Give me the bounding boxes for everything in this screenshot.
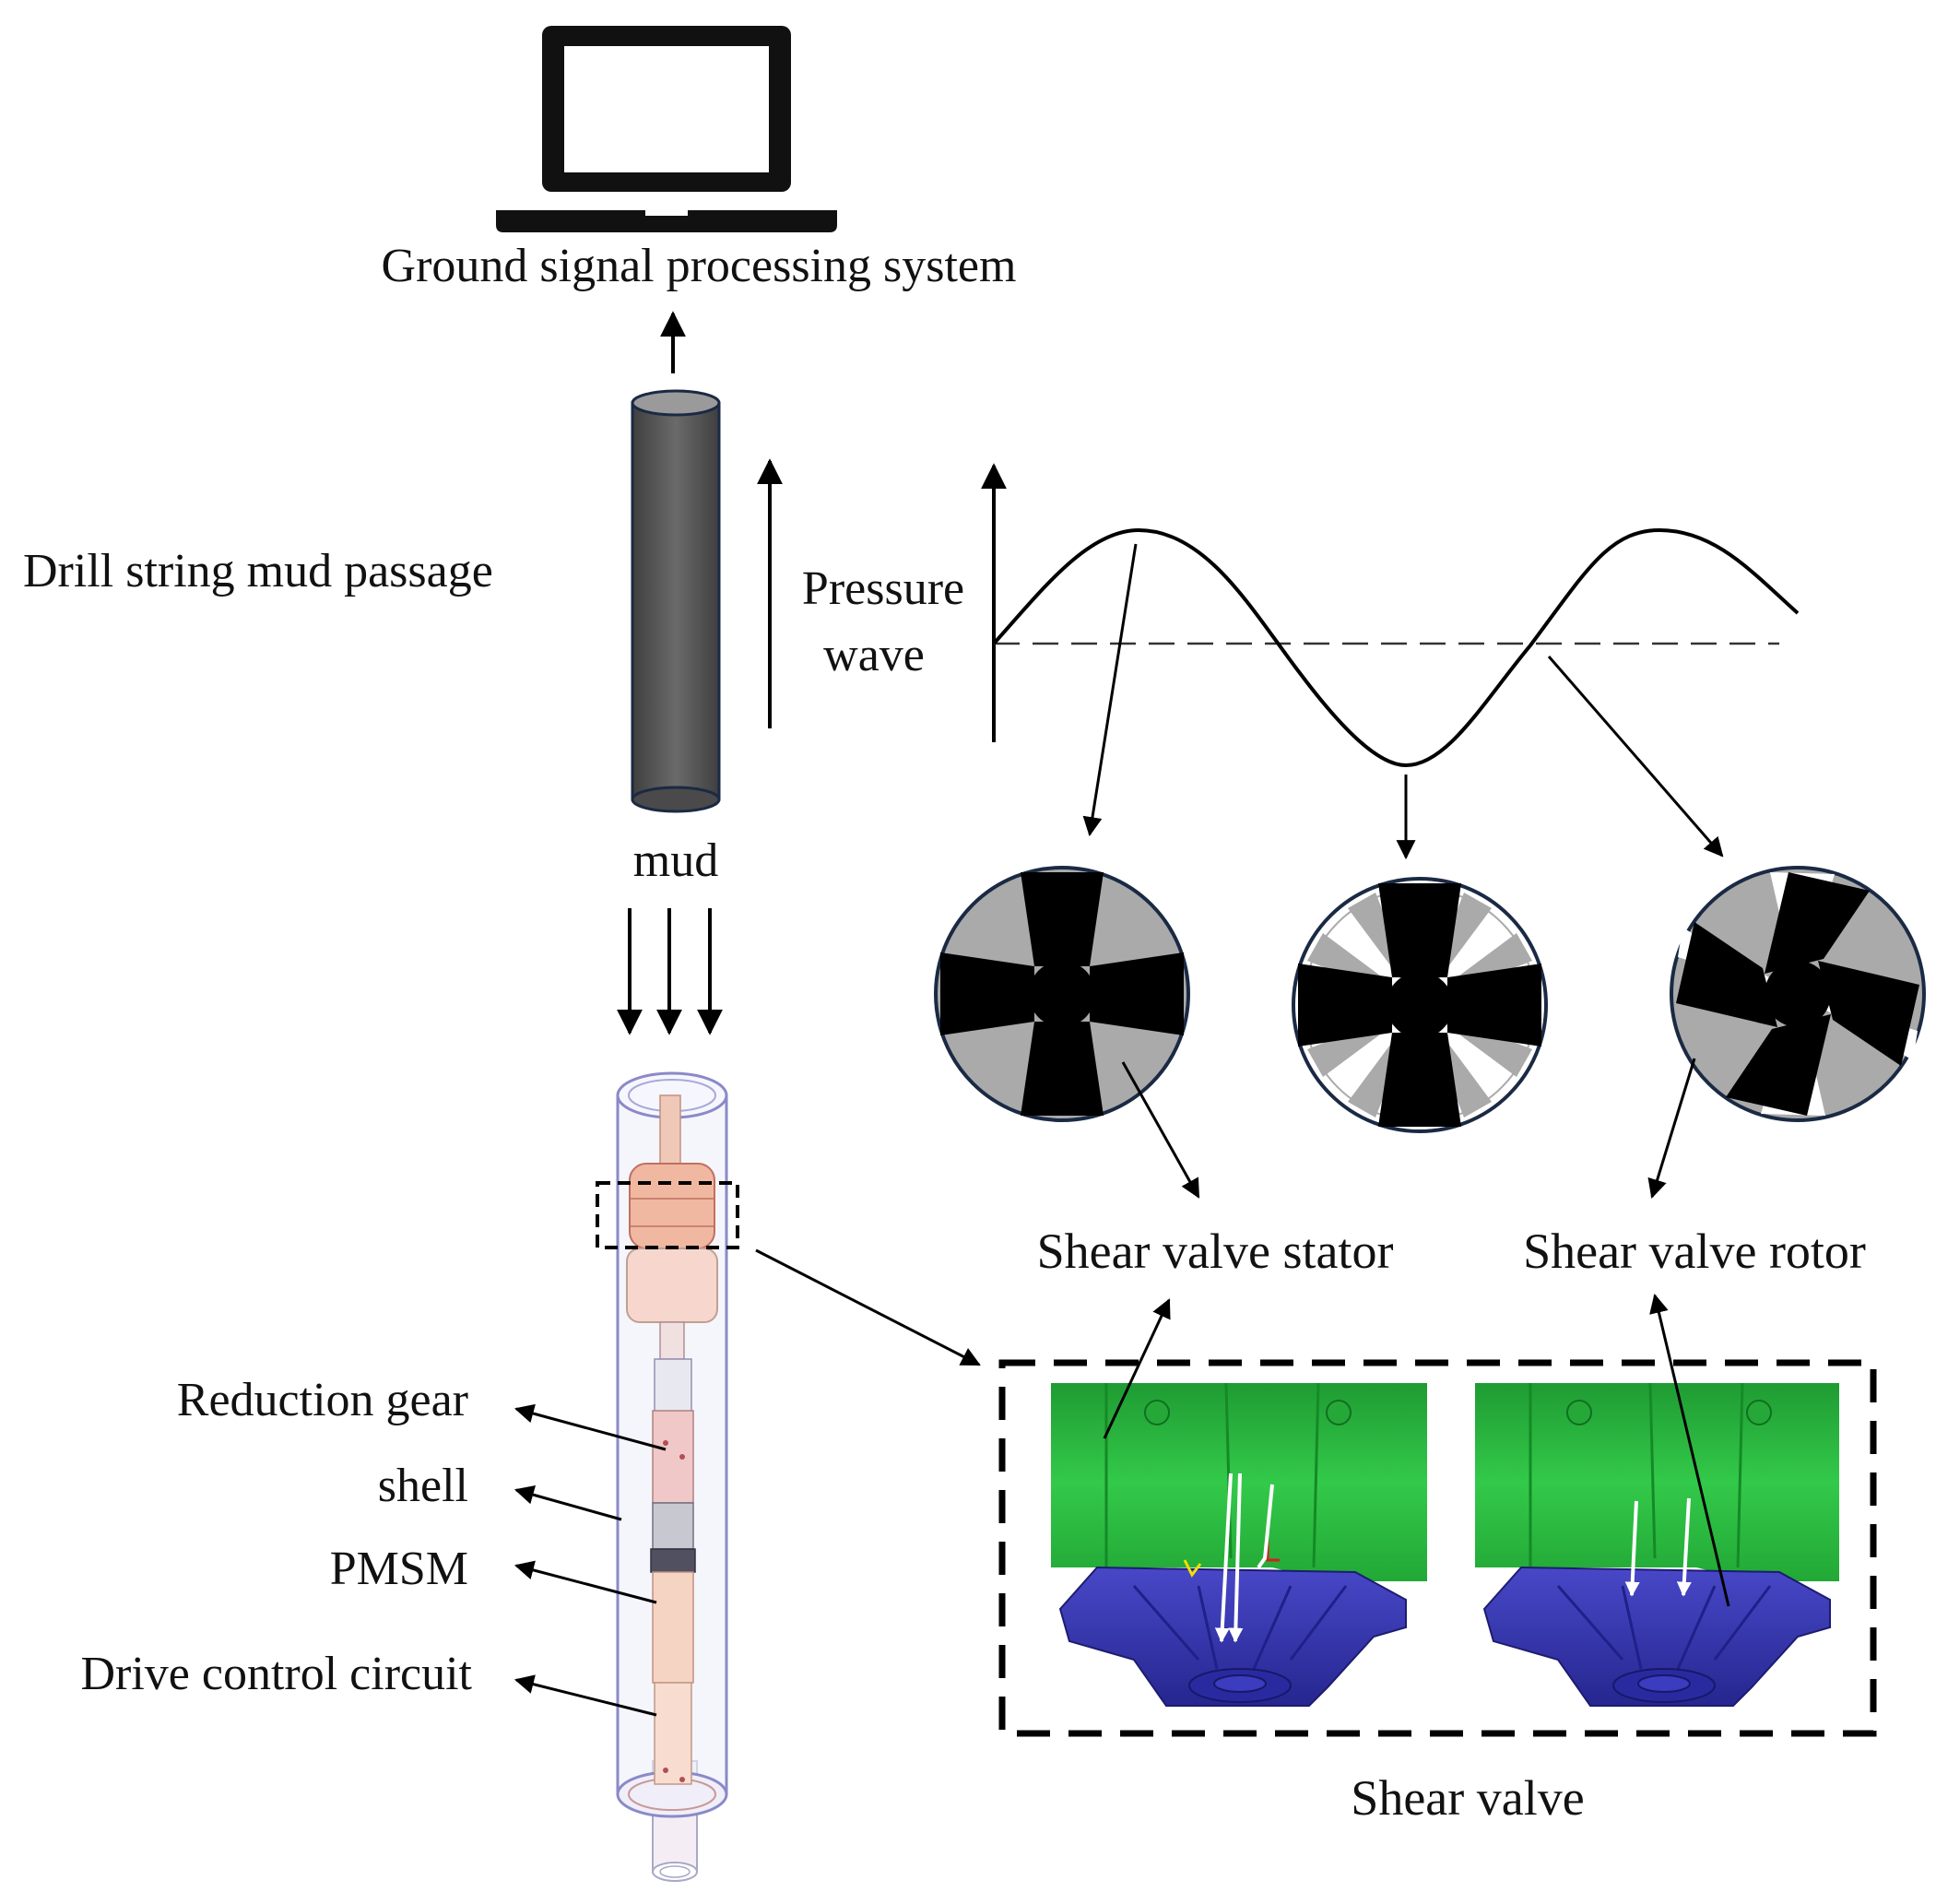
drill-string-label: Drill string mud passage (23, 545, 493, 597)
pressure-label: Pressure (802, 562, 964, 615)
stator-detail-pointer (1103, 1298, 1171, 1439)
shear-valve-render-left (1051, 1382, 1427, 1707)
drive-control-pointer (514, 1674, 657, 1717)
pmsm-pointer (514, 1560, 657, 1604)
shell-pointer (514, 1484, 622, 1521)
stator-pointer (1121, 1061, 1200, 1199)
drive-control-label: Drive control circuit (80, 1648, 472, 1700)
downhole-tool (616, 1071, 728, 1882)
valve-half-open-icon (1670, 866, 1926, 1122)
pressure-sine-wave (992, 527, 1800, 768)
shear-valve-box (998, 1359, 1877, 1737)
rotor-detail-pointer (1649, 1293, 1730, 1607)
valve-highlight-box (596, 1181, 739, 1249)
rotor-label: Shear valve rotor (1523, 1224, 1866, 1279)
reduction-gear-label: Reduction gear (177, 1374, 468, 1426)
shear-valve-label: Shear valve (1351, 1770, 1584, 1826)
shear-valve-render-right (1475, 1382, 1839, 1707)
rotor-pointer (1647, 1058, 1696, 1200)
reduction-gear-pointer (514, 1403, 667, 1451)
shell-label: shell (378, 1460, 468, 1512)
pmsm-label: PMSM (330, 1543, 468, 1595)
valve-closed-icon (934, 866, 1190, 1122)
stator-label: Shear valve stator (1037, 1224, 1394, 1279)
wave-arrow-1 (1082, 543, 1138, 837)
valve-open-icon (1292, 877, 1548, 1133)
ground-system-label: Ground signal processing system (382, 240, 1017, 292)
zoom-arrow (755, 1248, 981, 1366)
drill-pipe (631, 389, 721, 813)
mud-label: mud (633, 834, 718, 887)
wave-label: wave (823, 629, 925, 681)
laptop-icon (496, 26, 837, 232)
shear-valve-detail (998, 1359, 1877, 1737)
wave-arrow-3 (1547, 656, 1724, 857)
